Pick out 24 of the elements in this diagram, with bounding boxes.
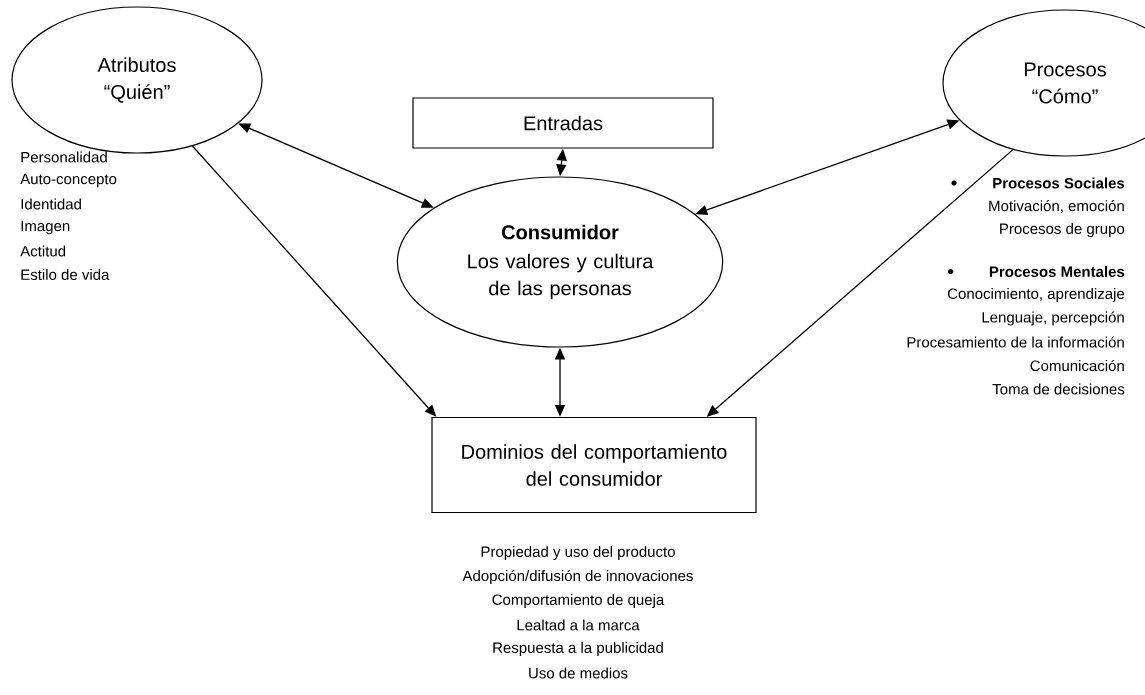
- ellipse-node: Consumidor Los valores y cultura de las personas: [396, 176, 724, 348]
- list-text: Imagen: [21, 220, 70, 235]
- list-text: Respuesta a la publicidad: [493, 642, 663, 656]
- list-text: Procesos de grupo: [1000, 223, 1125, 237]
- list-text: Comportamiento de queja: [492, 594, 665, 608]
- list-text: Conocimiento, aprendizaje: [947, 288, 1125, 302]
- list-text: Lealtad a la marca: [517, 619, 640, 631]
- list-text: Procesos Sociales: [993, 177, 1125, 189]
- list-text: Adopción/difusión de innovaciones: [462, 569, 693, 585]
- list-text: Toma de decisiones: [992, 383, 1125, 395]
- list-text: Comunicación: [1030, 359, 1124, 372]
- list-text: Estilo de vida: [21, 269, 110, 280]
- list-text: Motivación, emoción: [989, 200, 1124, 213]
- box-node: Entradas: [412, 97, 714, 149]
- list-text: Actitud: [20, 245, 66, 257]
- list-text: Personalidad: [21, 151, 107, 163]
- list-text: Auto-concepto: [20, 173, 117, 188]
- list-text: Lenguaje, percepción: [982, 311, 1124, 326]
- list-text: Procesamiento de la información: [907, 336, 1124, 348]
- box-node: Dominios del comportamiento del consumidor: [431, 416, 757, 514]
- list-text: Procesos Mentales: [989, 266, 1125, 277]
- list-text: Identidad: [21, 198, 81, 210]
- list-text: Uso de medios: [529, 667, 628, 679]
- list-text: Propiedad y uso del producto: [481, 546, 675, 560]
